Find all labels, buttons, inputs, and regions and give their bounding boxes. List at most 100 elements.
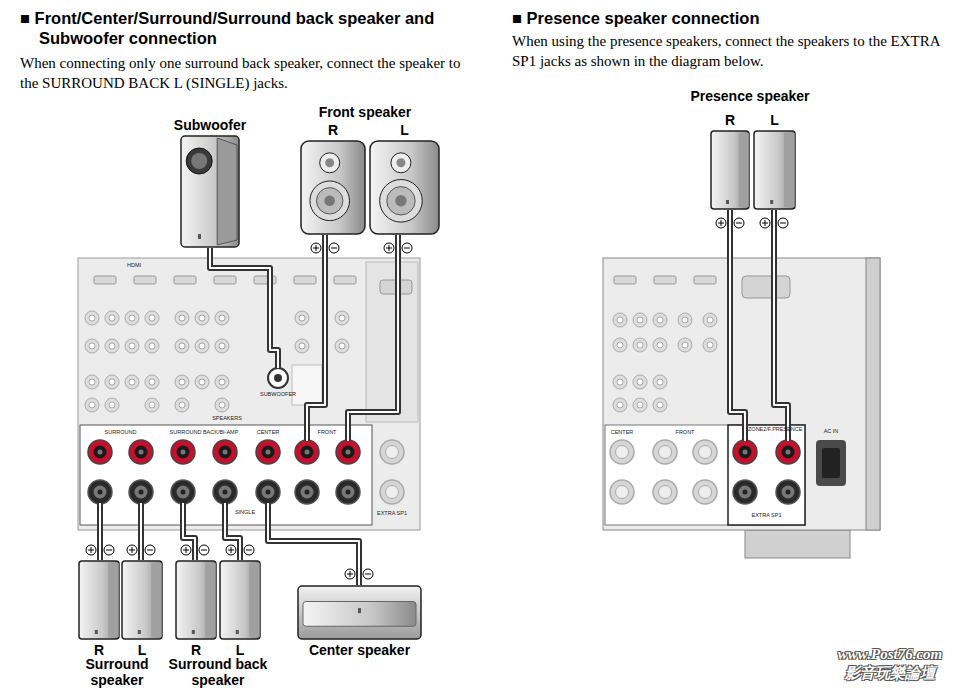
red-terminal <box>256 440 280 464</box>
speaker-part <box>324 196 335 207</box>
speaker: Subwoofer <box>180 135 240 248</box>
wire-stub <box>100 258 788 525</box>
rca-jack <box>633 338 647 352</box>
hdmi-jack <box>94 276 116 284</box>
speaker-part <box>317 188 343 214</box>
speaker-part <box>395 195 406 206</box>
panel-region: SPEAKERS <box>80 425 372 525</box>
wire-stub <box>307 425 788 441</box>
speaker-group-label: Presence speaker <box>685 88 815 104</box>
speaker-wire <box>268 525 359 585</box>
speaker: Center speaker <box>297 585 422 640</box>
hdmi-jack <box>694 276 716 284</box>
terminal-group <box>728 425 805 525</box>
rca-jack <box>215 339 229 353</box>
terminal-label: EXTRA SP1 <box>375 510 409 517</box>
rca-jack <box>85 311 99 325</box>
hdmi-jack <box>134 276 156 284</box>
terminal-label: SURROUND BACK/BI-AMP <box>168 429 240 436</box>
rca-jack <box>703 313 717 327</box>
speaker-part <box>298 586 421 639</box>
minus-symbol <box>199 545 209 555</box>
terminal-block <box>605 425 805 525</box>
red-terminal <box>129 440 153 464</box>
section-heading: ■ Presence speaker connection <box>512 8 952 28</box>
speaker-label: R <box>725 112 735 128</box>
rca-jack <box>613 398 627 412</box>
terminal-label: SINGLE <box>230 509 260 516</box>
grey-terminal <box>653 440 677 464</box>
speaker-part <box>122 561 162 639</box>
panel-label: HDMI <box>123 262 145 269</box>
speaker-part <box>396 158 405 167</box>
panel-section <box>292 365 322 405</box>
plus-symbol <box>384 243 394 253</box>
grey-terminal <box>610 480 634 504</box>
speaker-label: R <box>328 122 338 138</box>
hdmi-jack <box>214 276 236 284</box>
minus-symbol <box>363 569 373 579</box>
minus-symbol <box>329 243 339 253</box>
terminal-label: SURROUND <box>100 429 141 436</box>
hdmi-jack <box>174 276 196 284</box>
wire-core <box>774 210 788 425</box>
speaker: L <box>369 140 440 235</box>
speaker-icon <box>219 560 261 640</box>
rca-jack <box>85 398 99 412</box>
wire-stub <box>100 503 268 525</box>
wire-core <box>99 525 101 560</box>
rca-jack <box>678 338 692 352</box>
speaker-wire <box>225 525 240 560</box>
watermark: www.Post76.com <box>812 646 968 663</box>
speaker-icon <box>78 560 120 640</box>
speaker-label: L <box>236 642 245 658</box>
plus-symbol <box>345 569 355 579</box>
plus-symbol <box>716 218 726 228</box>
panel-section <box>366 262 418 422</box>
rca-jack <box>175 375 189 389</box>
grey-terminal <box>380 440 404 464</box>
speaker-part <box>79 561 119 639</box>
rca-jack <box>335 311 349 325</box>
speaker: L <box>121 560 163 640</box>
rca-jack <box>633 313 647 327</box>
grey-terminal <box>693 480 717 504</box>
speaker-part <box>726 200 729 204</box>
ac-socket <box>816 440 846 486</box>
wire-core <box>307 235 325 425</box>
grey-terminal <box>653 480 677 504</box>
wire-stub <box>210 258 278 368</box>
red-terminal <box>295 440 319 464</box>
minus-symbol <box>402 243 412 253</box>
speaker-wire <box>207 248 213 258</box>
speaker-part <box>151 563 161 637</box>
wire-core <box>140 525 142 560</box>
wire-stub <box>100 503 268 525</box>
rca-jack <box>175 339 189 353</box>
speaker-part <box>739 133 749 207</box>
speaker-icon <box>753 130 796 210</box>
speaker-part <box>310 181 350 221</box>
black-terminal <box>295 480 319 504</box>
wire-core <box>348 235 398 425</box>
instruction-text: When connecting only one surround back s… <box>20 53 470 93</box>
polarity-symbol <box>86 218 788 579</box>
wire-core <box>225 525 240 560</box>
speaker-wire <box>730 210 745 425</box>
wire-stub <box>210 258 278 368</box>
rear-panel <box>603 258 880 558</box>
speaker-part <box>220 561 260 639</box>
panel-label: ZONE2/F.PRESENCE <box>748 426 785 433</box>
minus-symbol <box>778 218 788 228</box>
plus-symbol <box>226 545 236 555</box>
speaker-wire <box>138 525 144 560</box>
speaker-label: L <box>138 642 147 658</box>
ac-socket <box>822 448 840 478</box>
speaker-part <box>191 153 207 169</box>
panel-foot <box>745 530 850 558</box>
rca-jack <box>125 375 139 389</box>
plus-symbol <box>181 545 191 555</box>
terminal-block <box>80 425 372 525</box>
speaker-label: L <box>400 122 409 138</box>
